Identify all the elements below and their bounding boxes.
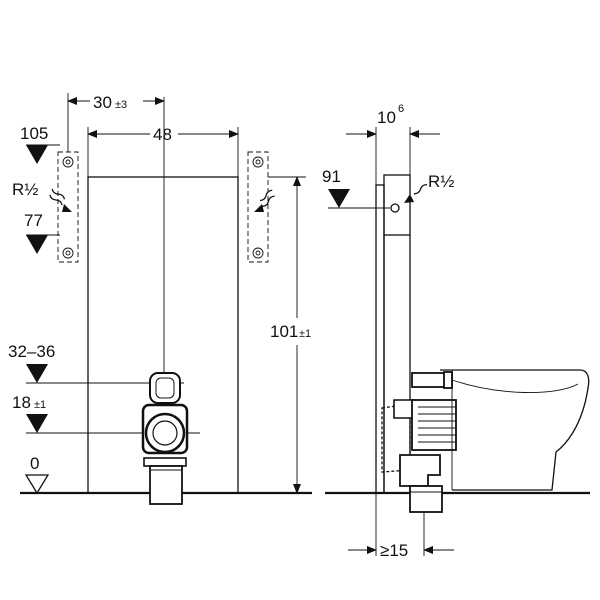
level-18-triangle: [26, 414, 48, 433]
dim-10-value: 10: [377, 108, 396, 127]
dim-101-value: 101: [270, 322, 298, 341]
toilet-bowl-rim: [451, 379, 579, 393]
level-18-label: 18: [12, 393, 31, 412]
side-cistern-top: [383, 174, 411, 236]
left-supply-arrow: [49, 188, 72, 212]
supply-left-label: R½: [12, 180, 38, 199]
dim-15-value: ≥15: [380, 541, 408, 560]
side-drain-assembly: [381, 399, 457, 513]
dim-101-tolerance: ±1: [299, 328, 311, 340]
level-105-triangle: [26, 145, 48, 164]
level-77-label: 77: [24, 211, 43, 230]
level-0-triangle: [24, 474, 50, 495]
level-91-label: 91: [322, 167, 341, 186]
toilet-bowl-outline: [440, 369, 590, 491]
dim-48-value: 48: [153, 125, 172, 144]
right-bracket: [247, 151, 269, 263]
side-panel: [375, 184, 385, 494]
side-supply-arrow: [404, 183, 428, 203]
side-flush-connector-end: [443, 371, 453, 389]
level-32-36-label: 32–36: [8, 342, 55, 361]
left-bracket: [57, 151, 79, 263]
level-0-label: 0: [30, 454, 39, 473]
level-32-36-triangle: [26, 364, 48, 383]
dim-30-tolerance: ±3: [115, 99, 127, 111]
level-77-triangle: [26, 235, 48, 254]
level-105-label: 105: [20, 124, 48, 143]
dim-10-superscript: 6: [398, 103, 404, 115]
side-supply-valve: [390, 203, 400, 213]
front-drain-fitting: [141, 372, 189, 505]
dim-30-value: 30: [93, 93, 112, 112]
right-supply-arrow: [254, 189, 275, 212]
level-91-triangle: [328, 189, 350, 208]
supply-right-label: R½: [428, 172, 454, 191]
level-18-tolerance: ±1: [34, 399, 46, 411]
